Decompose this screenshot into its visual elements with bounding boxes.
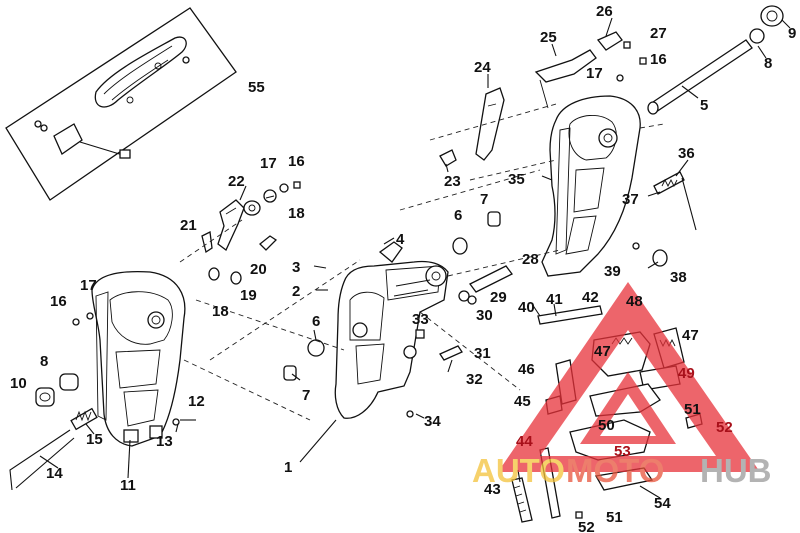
callout-13: 13: [156, 433, 173, 450]
callout-24: 24: [474, 59, 491, 76]
callout-28: 28: [522, 251, 539, 268]
callout-41: 41: [546, 291, 563, 308]
callout-29: 29: [490, 289, 507, 306]
callout-15: 15: [86, 431, 103, 448]
callout-46: 46: [518, 361, 535, 378]
callout-14: 14: [46, 465, 63, 482]
callout-26: 26: [596, 3, 613, 20]
callout-8-left: 8: [40, 353, 48, 370]
alignment-lines: [179, 103, 665, 421]
callout-9: 9: [788, 25, 796, 42]
callout-53: 53: [614, 443, 631, 460]
callout-4: 4: [396, 231, 405, 248]
callout-51-right: 51: [684, 401, 701, 418]
callout-30: 30: [476, 307, 493, 324]
watermark-triangle-inner: [580, 372, 676, 444]
left-small-hardware: [72, 312, 196, 426]
tilt-tube: [647, 5, 784, 115]
callout-34: 34: [424, 413, 441, 430]
callout-11: 11: [120, 477, 136, 494]
right-clamp-bracket: [541, 95, 641, 277]
callout-33: 33: [412, 311, 429, 328]
callout-32: 32: [466, 371, 483, 388]
callout-5: 5: [700, 97, 708, 114]
callout-52-right: 52: [716, 419, 733, 436]
pivot-parts: [201, 181, 301, 285]
callout-1: 1: [284, 459, 292, 476]
left-clamp-bracket: [91, 270, 186, 447]
callout-50: 50: [598, 417, 615, 434]
callout-3: 3: [292, 259, 300, 276]
callout-10: 10: [10, 375, 27, 392]
callout-2: 2: [292, 283, 300, 300]
watermark-text-auto: AUTO: [472, 452, 565, 489]
watermark-text-hub: HUB: [700, 452, 772, 489]
callout-18-bottom: 18: [212, 303, 229, 320]
callout-42: 42: [582, 289, 599, 306]
callout-43: 43: [484, 481, 501, 498]
callout-39: 39: [604, 263, 621, 280]
callout-7-bottom: 7: [302, 387, 310, 404]
callout-22: 22: [228, 173, 245, 190]
callout-48: 48: [626, 293, 643, 310]
center-hardware: [283, 211, 513, 418]
callout-8-right: 8: [764, 55, 772, 72]
callout-16-mid: 16: [288, 153, 305, 170]
callout-45: 45: [514, 393, 531, 410]
callout-27: 27: [650, 25, 667, 42]
callout-17-mid: 17: [260, 155, 277, 172]
callout-52-bottom: 52: [578, 519, 595, 533]
callout-18-top: 18: [288, 205, 305, 222]
callout-55: 55: [248, 79, 265, 96]
swivel-bracket: [334, 241, 449, 419]
callout-21: 21: [180, 217, 197, 234]
tilt-lever: [439, 31, 647, 167]
callout-12: 12: [188, 393, 205, 410]
callout-47-left: 47: [594, 343, 611, 360]
tilt-pin-assembly: [632, 171, 697, 267]
callout-23: 23: [444, 173, 461, 190]
callout-40: 40: [518, 299, 535, 316]
callout-49: 49: [678, 365, 695, 382]
callout-35: 35: [508, 171, 525, 188]
watermark-triangle: [498, 282, 760, 472]
watermark: AUTO MOTO HUB: [472, 282, 772, 489]
callout-36: 36: [678, 145, 695, 162]
callout-labels: 1 2 3 4 5 6 6 7 7 8 8 9 10 11 12 13 14 1…: [10, 3, 796, 533]
callout-31: 31: [474, 345, 491, 362]
callout-6-bottom: 6: [312, 313, 320, 330]
inset-kit-box: [5, 7, 237, 201]
clamp-screw-assembly: [9, 373, 98, 491]
leader-lines: [39, 17, 791, 499]
callout-54: 54: [654, 495, 671, 512]
callout-25: 25: [540, 29, 557, 46]
callout-16-left: 16: [50, 293, 67, 310]
callout-38: 38: [670, 269, 687, 286]
callout-17-left: 17: [80, 277, 97, 294]
callout-6-top: 6: [454, 207, 462, 224]
callout-19: 19: [240, 287, 257, 304]
callout-16-right: 16: [650, 51, 667, 68]
callout-7-top: 7: [480, 191, 488, 208]
callout-20: 20: [250, 261, 267, 278]
callout-17-right: 17: [586, 65, 603, 82]
watermark-text-moto: MOTO: [566, 452, 664, 489]
callout-37: 37: [622, 191, 639, 208]
callout-51-bottom: 51: [606, 509, 623, 526]
callout-47-right: 47: [682, 327, 699, 344]
callout-44: 44: [516, 433, 533, 450]
